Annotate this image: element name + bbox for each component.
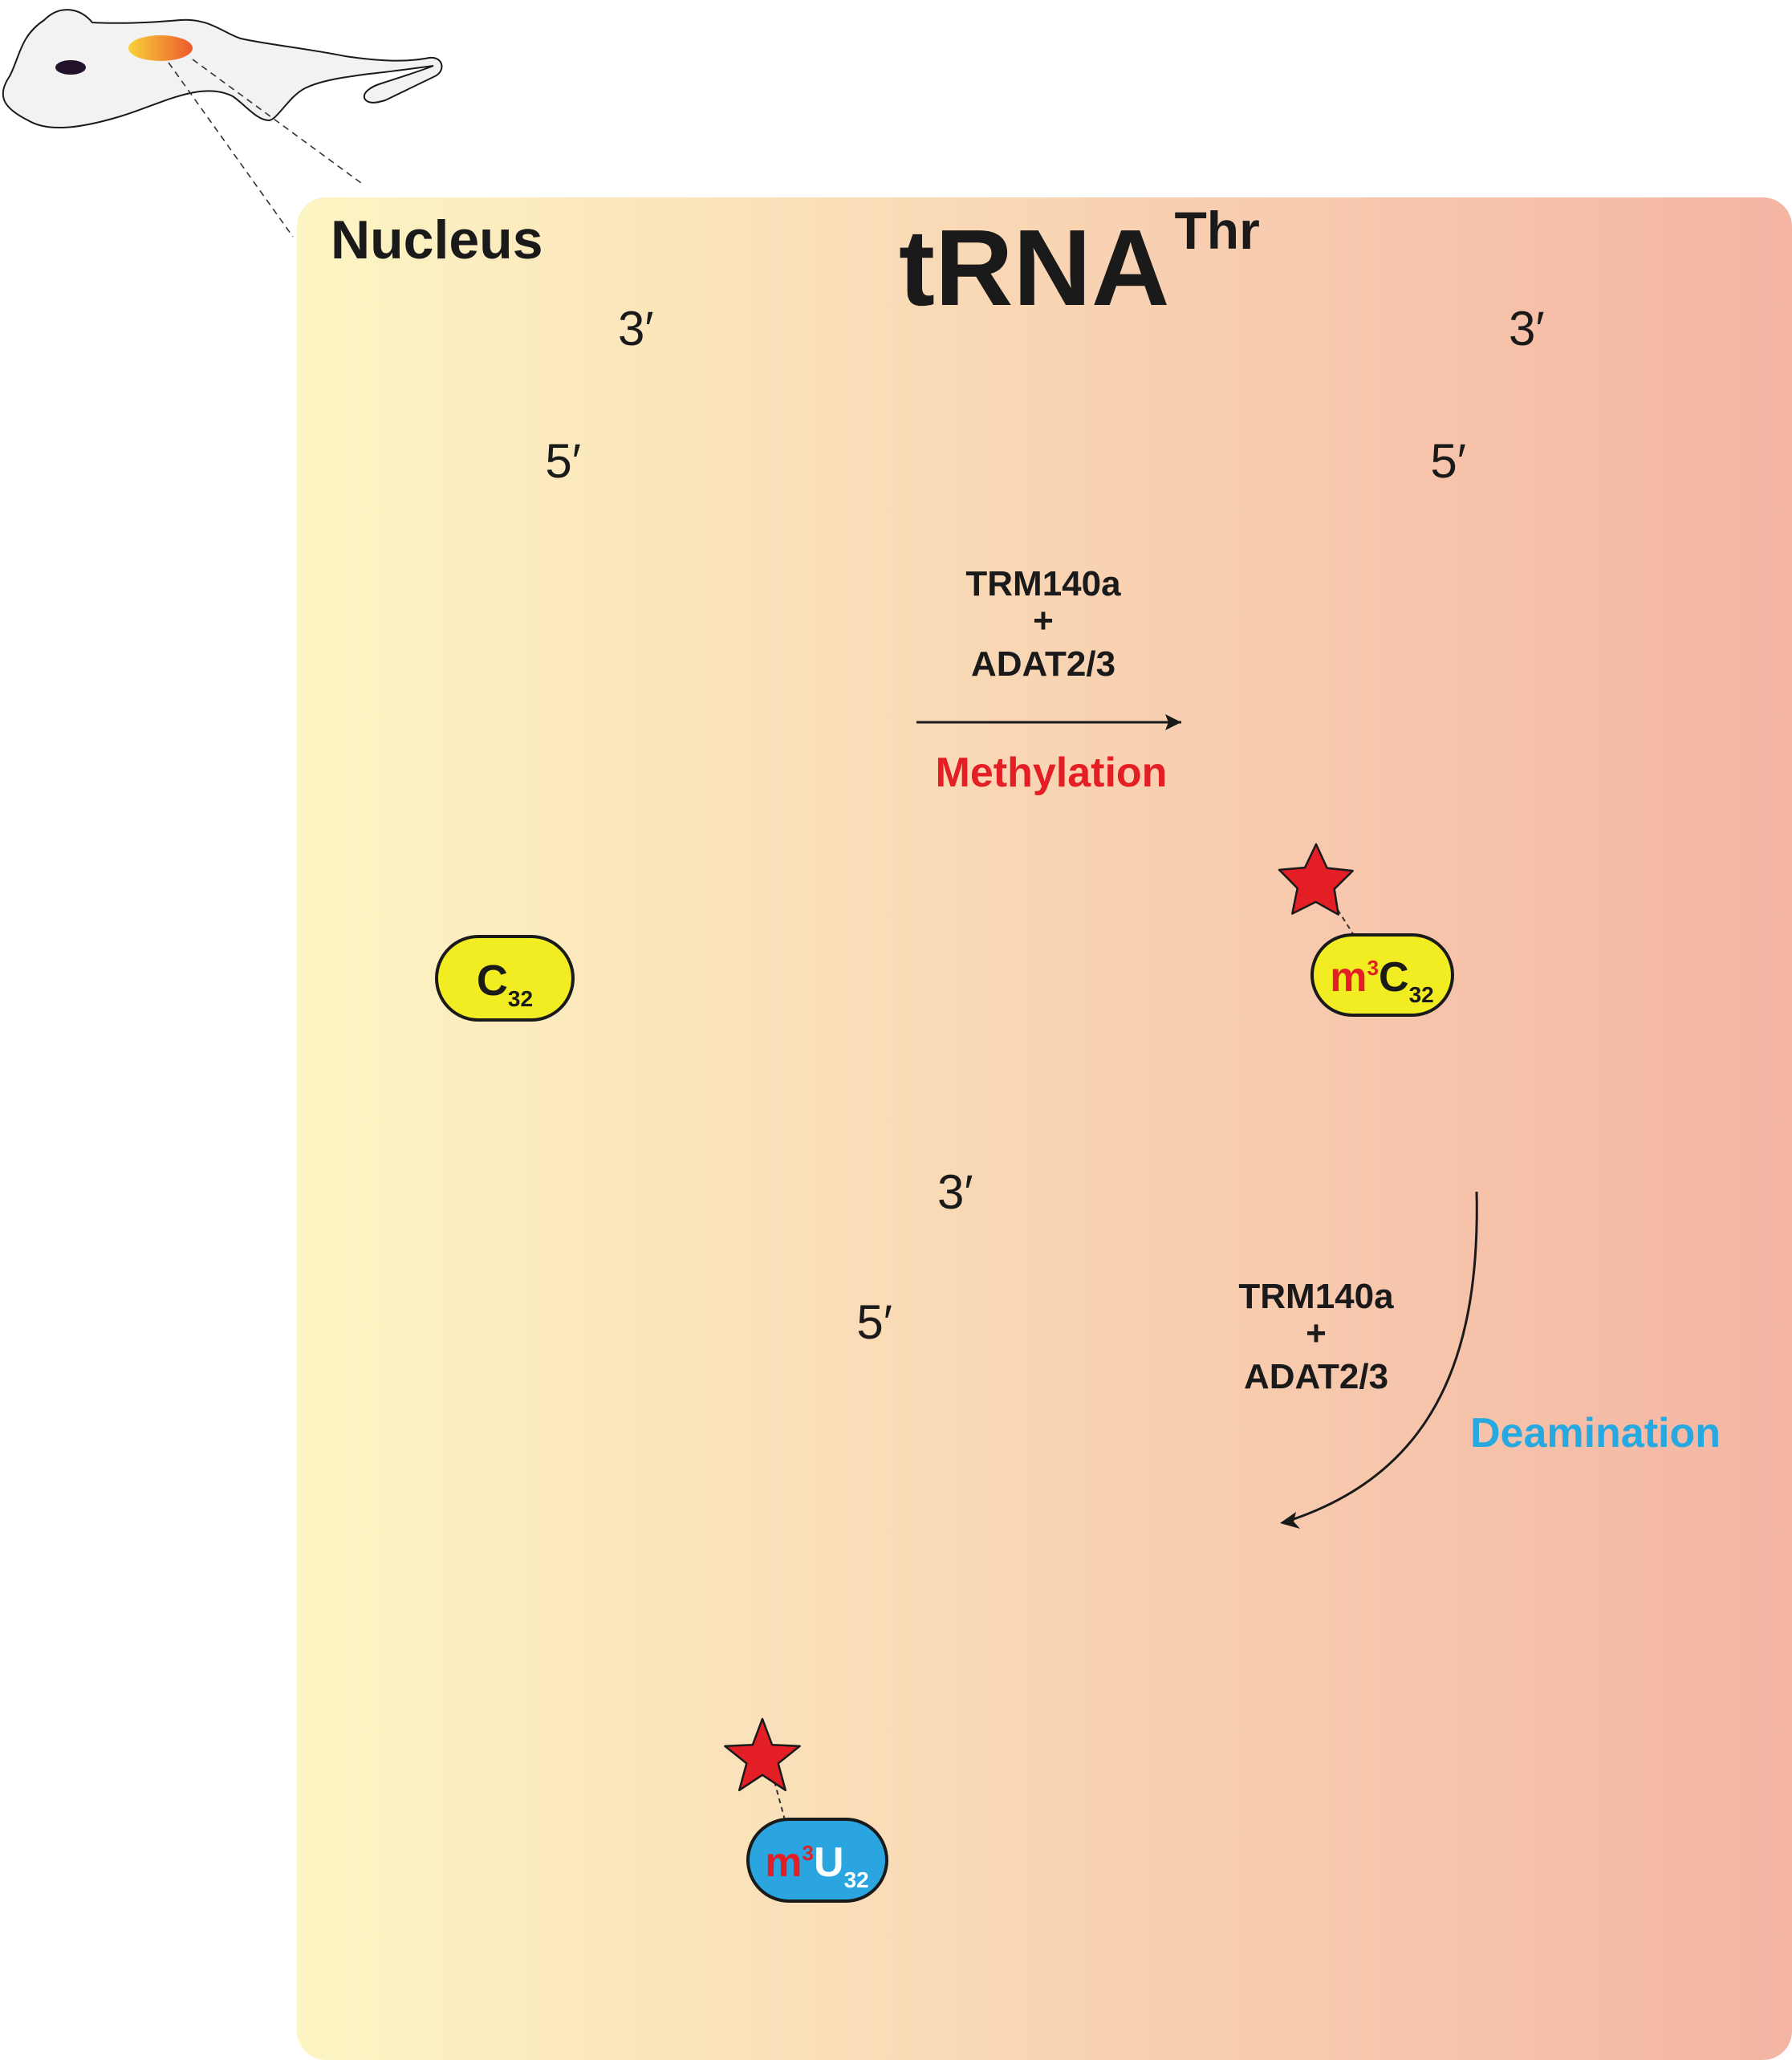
five-prime-label-2: 5′	[1430, 434, 1466, 488]
methyl-star-icon-2	[1278, 843, 1354, 916]
enzyme-label-trm140a-2: TRM140a	[1238, 1277, 1394, 1316]
enzyme-label-adat-2: ADAT2/3	[1244, 1357, 1388, 1396]
plus-sign-2: +	[1306, 1314, 1327, 1353]
zoom-line-2	[192, 59, 362, 184]
three-prime-label-3: 3′	[937, 1165, 973, 1219]
three-prime-label-2: 3′	[1509, 302, 1545, 356]
trna-molecule-unmodified: 5′ 3′ C32	[370, 302, 897, 1184]
arrowhead-1	[1165, 714, 1181, 730]
three-prime-label-1: 3′	[618, 302, 654, 356]
title-main: tRNA	[899, 207, 1169, 328]
reaction-arrow-2	[1283, 1191, 1478, 1524]
plus-sign-1: +	[1033, 601, 1054, 640]
base-label-c32: C32	[477, 957, 533, 1011]
enzyme-label-trm140a-1: TRM140a	[965, 564, 1121, 603]
process-label-deamination: Deamination	[1470, 1410, 1721, 1457]
nucleus-label: Nucleus	[331, 209, 543, 270]
methyl-star-icon-3	[724, 1717, 801, 1792]
five-prime-label-3: 5′	[856, 1295, 892, 1349]
trna-molecule-methylated: 5′ 3′ m3C32	[1255, 302, 1782, 1184]
cell-dark-organelle	[55, 60, 86, 75]
enzyme-label-adat-1: ADAT2/3	[971, 644, 1115, 684]
reaction-deamination: TRM140a + ADAT2/3 Deamination	[1238, 1191, 1721, 1529]
cell-nucleus-highlight	[128, 35, 193, 61]
cell-illustration	[2, 9, 443, 238]
base-badge-m3c32	[1310, 933, 1454, 1017]
process-label-methylation: Methylation	[936, 750, 1168, 796]
base-badge-c32	[435, 935, 575, 1022]
five-prime-label-1: 5′	[545, 434, 581, 488]
base-label-m3u32: m3U32	[765, 1839, 868, 1892]
title-superscript: Thr	[1174, 201, 1259, 260]
diagram-title: tRNAThr	[899, 201, 1260, 328]
base-label-m3c32: m3C32	[1330, 954, 1433, 1007]
reaction-methylation: TRM140a + ADAT2/3 Methylation	[916, 564, 1181, 796]
trna-molecule-deaminated: 5′ 3′ m3U32	[681, 1165, 1209, 2040]
cell-outline	[2, 9, 443, 129]
zoom-line-1	[168, 62, 294, 238]
base-badge-m3u32	[746, 1818, 888, 1903]
arrowhead-2	[1280, 1512, 1300, 1529]
nucleus-panel	[297, 197, 1792, 2060]
